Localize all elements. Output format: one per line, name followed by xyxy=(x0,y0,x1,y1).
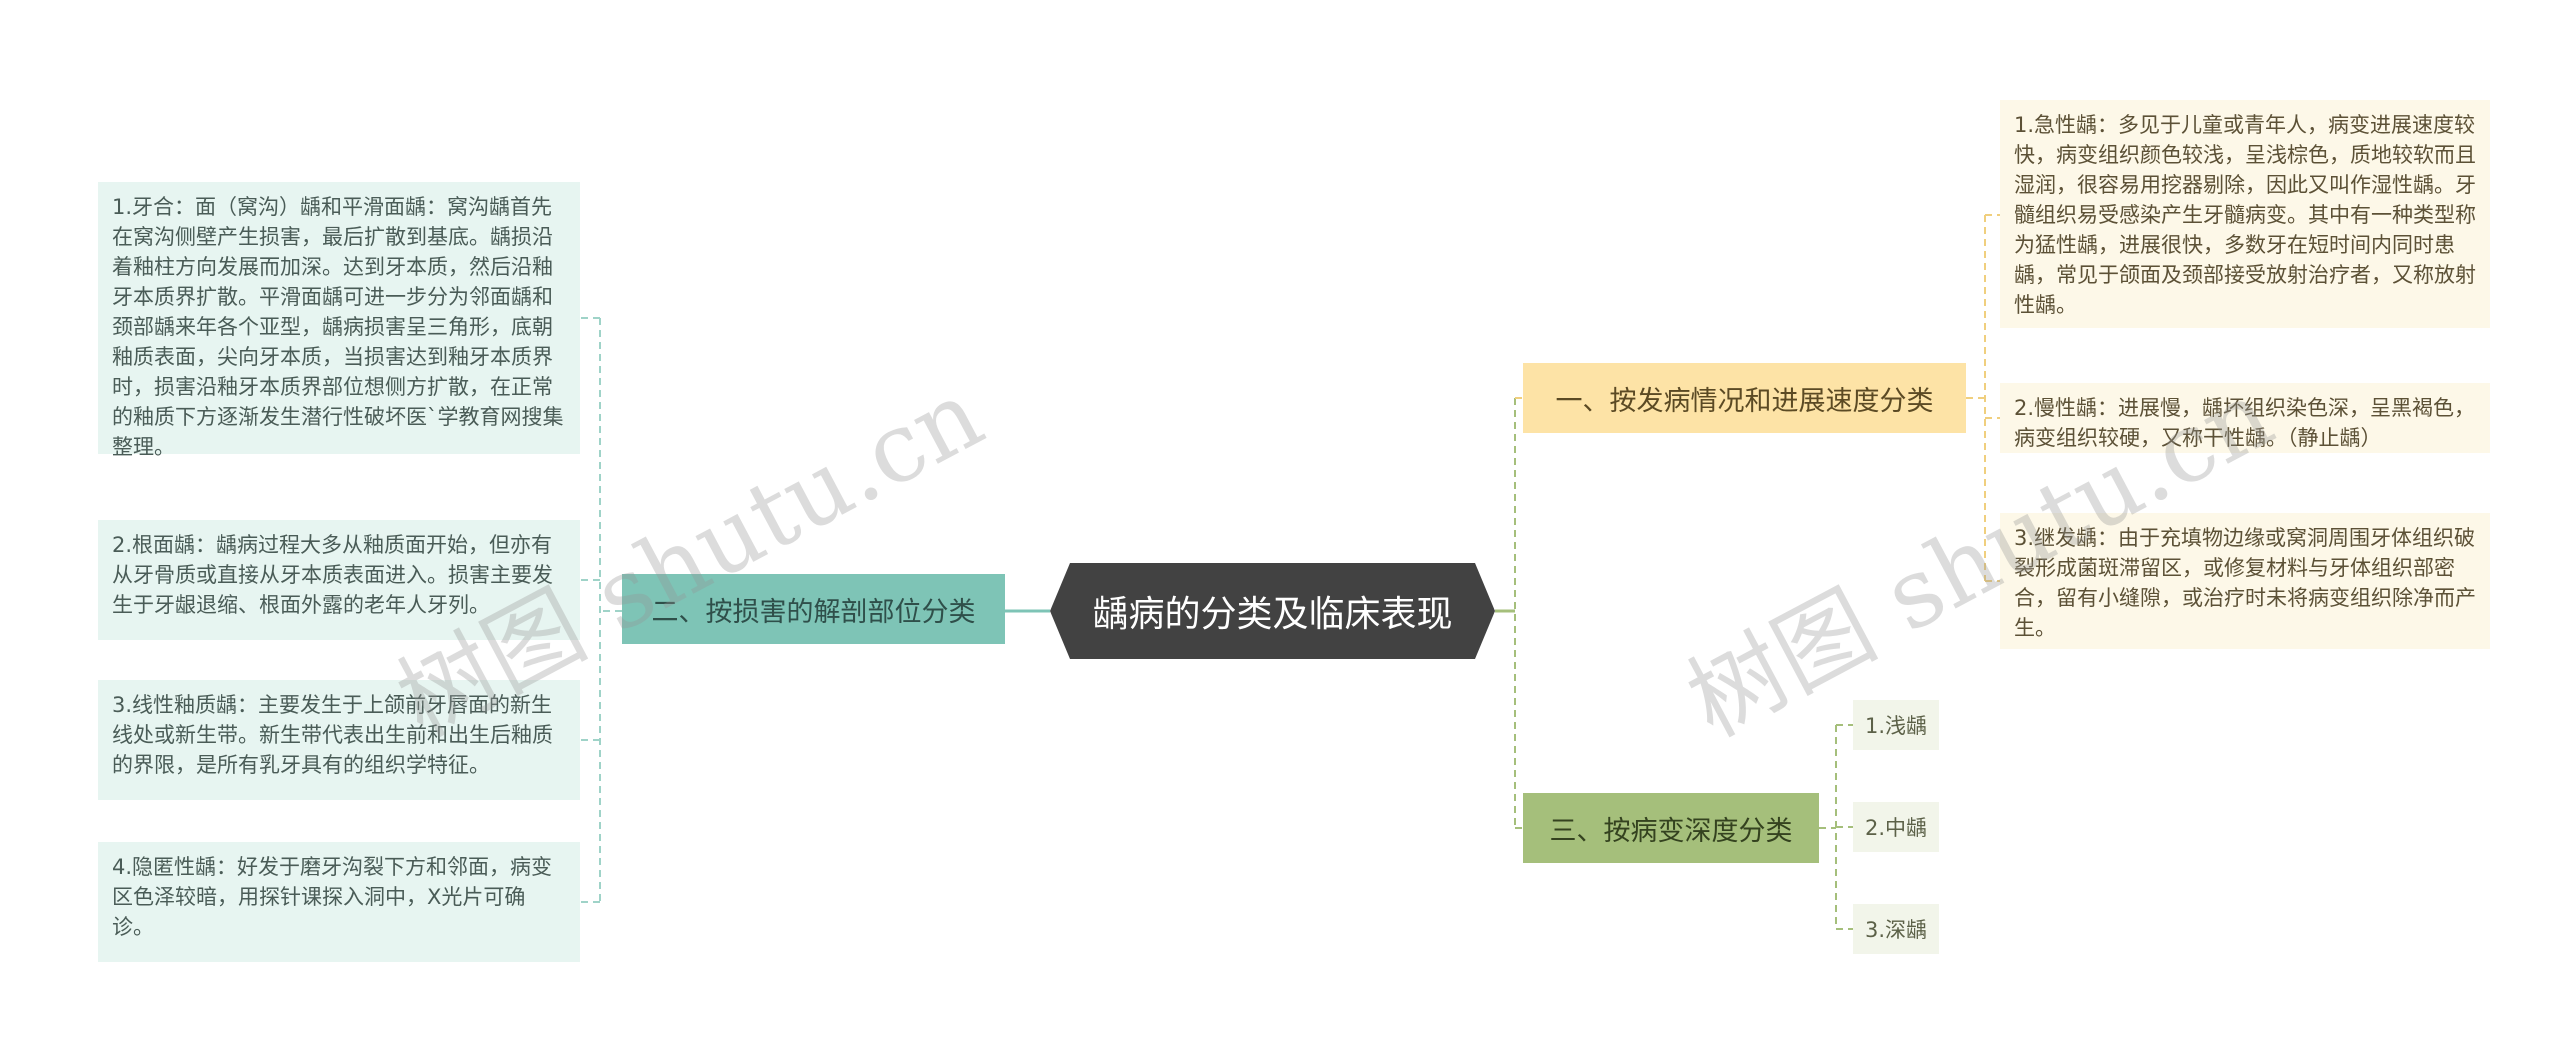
leaf-shallow-caries[interactable]: 1.浅龋 xyxy=(1853,700,1939,750)
branch-anatomical-site[interactable]: 二、按损害的解剖部位分类 xyxy=(622,574,1005,644)
branch-onset-and-progression-label: 一、按发病情况和进展速度分类 xyxy=(1555,385,1934,417)
leaf-root-caries[interactable]: 2.根面龋：龋病过程大多从釉质面开始，但亦有从牙骨质或直接从牙本质表面进入。损害… xyxy=(98,520,580,640)
leaf-chronic-caries[interactable]: 2.慢性龋：进展慢，龋坏组织染色深，呈黑褐色，病变组织较硬，又称干性龋。（静止龋… xyxy=(2000,383,2490,453)
branch-lesion-depth-label: 三、按病变深度分类 xyxy=(1549,815,1793,847)
leaf-medium-caries[interactable]: 2.中龋 xyxy=(1853,802,1939,852)
leaf-acute-caries[interactable]: 1.急性龋：多见于儿童或青年人，病变进展速度较快，病变组织颜色较浅，呈浅棕色，质… xyxy=(2000,100,2490,328)
leaf-pit-fissure-caries[interactable]: 1.牙合：面（窝沟）龋和平滑面龋：窝沟龋首先在窝沟侧壁产生损害，最后扩散到基底。… xyxy=(98,182,580,459)
branch-onset-and-progression[interactable]: 一、按发病情况和进展速度分类 xyxy=(1523,363,1966,433)
root-topic[interactable]: 龋病的分类及临床表现 xyxy=(1050,563,1495,659)
leaf-deep-caries[interactable]: 3.深龋 xyxy=(1853,904,1939,954)
leaf-secondary-caries[interactable]: 3.继发龋：由于充填物边缘或窝洞周围牙体组织破裂形成菌斑滞留区，或修复材料与牙体… xyxy=(2000,513,2490,649)
leaf-hidden-caries[interactable]: 4.隐匿性龋：好发于磨牙沟裂下方和邻面，病变区色泽较暗，用探针课探入洞中，X光片… xyxy=(98,842,580,962)
branch-anatomical-site-label: 二、按损害的解剖部位分类 xyxy=(651,596,976,628)
leaf-linear-enamel-caries[interactable]: 3.线性釉质龋：主要发生于上颌前牙唇面的新生线处或新生带。新生带代表出生前和出生… xyxy=(98,680,580,800)
branch-lesion-depth[interactable]: 三、按病变深度分类 xyxy=(1523,793,1819,863)
root-topic-label: 龋病的分类及临床表现 xyxy=(1092,594,1453,635)
